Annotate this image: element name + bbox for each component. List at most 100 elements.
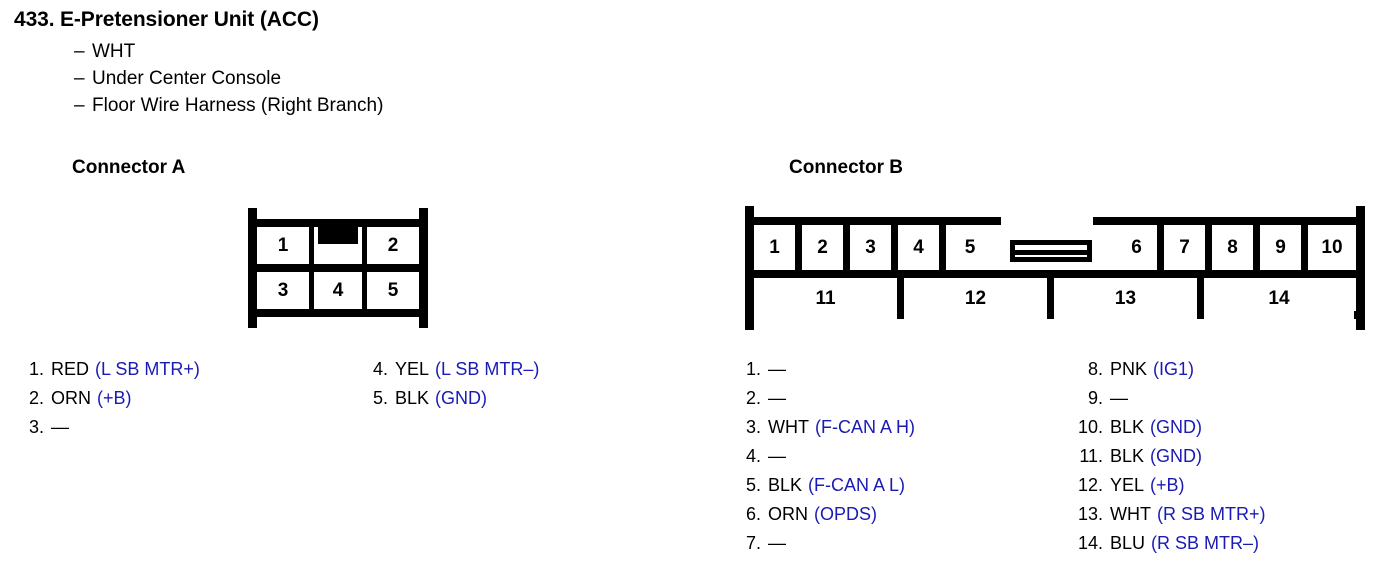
pin-cell-3: 3 (257, 272, 309, 309)
detail-item: –Under Center Console (74, 65, 383, 92)
pin-row: 1.RED(L SB MTR+) (18, 355, 200, 384)
pin-row: 2.ORN(+B) (18, 384, 200, 413)
pin-cell-7: 7 (1164, 225, 1212, 270)
housing-rail-top (248, 219, 428, 227)
pin-cell-14: 14 (1204, 278, 1354, 319)
pin-number: 3. (745, 417, 761, 437)
pin-signal-name: (L SB MTR–) (435, 359, 540, 379)
latch-icon (1010, 240, 1092, 262)
pin-row: 4.— (735, 442, 915, 471)
housing-wall-left (745, 206, 754, 330)
housing-notch (257, 208, 273, 219)
pin-wire-color: YEL (1110, 475, 1145, 495)
pin-cell-3: 3 (850, 225, 898, 270)
pin-wire-color: BLK (768, 475, 803, 495)
pin-cell-1: 1 (257, 227, 309, 264)
pin-cell-5: 5 (367, 272, 419, 309)
housing-notch (403, 208, 419, 219)
pin-signal-name: (IG1) (1153, 359, 1195, 379)
pin-number: 4. (372, 359, 388, 379)
housing-notch (754, 319, 770, 330)
pin-number: 1. (745, 359, 761, 379)
pin-cell-2: 2 (367, 227, 419, 264)
pin-number: 12. (1077, 475, 1103, 495)
pin-number: 5. (745, 475, 761, 495)
detail-text: Under Center Console (92, 68, 282, 89)
cell-divider (360, 219, 367, 272)
pin-row: 2.— (735, 384, 915, 413)
pin-signal-name: (+B) (1150, 475, 1185, 495)
pin-signal-name: (R SB MTR+) (1156, 504, 1266, 524)
pin-cell-11: 11 (754, 278, 904, 319)
cell-divider (309, 219, 316, 272)
pin-cell-6: 6 (1116, 225, 1164, 270)
connector-a-diagram: 1 2 3 4 5 (248, 208, 428, 328)
pin-number: 3. (28, 417, 44, 437)
pin-signal-name: (L SB MTR+) (95, 359, 200, 379)
pin-row: 3. — (18, 413, 200, 442)
pin-row: 1. — (735, 355, 915, 384)
detail-dash: – (74, 68, 85, 89)
pin-wire-color: — (768, 533, 786, 553)
connector-a-housing: 1 2 3 4 5 (248, 208, 428, 328)
pin-cell-1: 1 (754, 225, 802, 270)
detail-dash: – (74, 41, 85, 62)
pin-wire-color: WHT (768, 417, 809, 437)
pin-number: 9. (1087, 388, 1103, 408)
pin-signal-name: (R SB MTR–) (1151, 533, 1260, 553)
connector-b-pinlist-right: 8.PNK(IG1)9.—10.BLK(GND)11.BLK(GND)12.YE… (1077, 355, 1266, 558)
cell-divider (309, 264, 316, 317)
pin-row: 11.BLK(GND) (1077, 442, 1266, 471)
pin-row: 12. YEL(+B) (1077, 471, 1266, 500)
cell-divider (360, 264, 367, 317)
pin-signal-name: (GND) (1150, 417, 1203, 437)
page-title: 433. E-Pretensioner Unit (ACC) (14, 8, 383, 32)
pin-signal-name: (OPDS) (814, 504, 877, 524)
pin-row: 6.ORN(OPDS) (735, 500, 915, 529)
pin-wire-color: YEL (395, 359, 430, 379)
housing-wall-right (1356, 206, 1365, 330)
pin-cell-9: 9 (1260, 225, 1308, 270)
item-title: E-Pretensioner Unit (ACC) (60, 8, 319, 31)
pin-row: 9.— (1077, 384, 1266, 413)
connector-a-pinlist-right: 4. YEL(L SB MTR–) 5.BLK(GND) (362, 355, 539, 413)
page-header: 433. E-Pretensioner Unit (ACC) –WHT–Unde… (14, 8, 383, 119)
pin-signal-name: (F-CAN A H) (814, 417, 915, 437)
pin-row: 5.BLK(GND) (362, 384, 539, 413)
detail-dash: – (74, 95, 85, 116)
pin-wire-color: — (768, 446, 786, 466)
housing-rail-middle (745, 270, 1365, 278)
pin-number: 8. (1087, 359, 1103, 379)
pin-number: 1. (28, 359, 44, 379)
pin-number: 7. (745, 533, 761, 553)
housing-notch (1340, 206, 1356, 217)
pin-row: 8.PNK(IG1) (1077, 355, 1266, 384)
pin-signal-name: (GND) (435, 388, 488, 408)
pin-row: 7. — (735, 529, 915, 558)
pin-cell-4: 4 (314, 272, 362, 309)
pin-wire-color: BLK (1110, 446, 1145, 466)
pin-cell-2: 2 (802, 225, 850, 270)
connector-a-pinlist-left: 1.RED(L SB MTR+)2.ORN(+B) 3. — (18, 355, 200, 442)
pin-wire-color: BLK (395, 388, 430, 408)
pin-row: 5.BLK(F-CAN A L) (735, 471, 915, 500)
pin-number: 6. (745, 504, 761, 524)
housing-notch (754, 206, 770, 217)
pin-cell-4: 4 (898, 225, 946, 270)
pin-wire-color: BLK (1110, 417, 1145, 437)
pin-row: 14.BLU(R SB MTR–) (1077, 529, 1266, 558)
pin-wire-color: — (768, 359, 786, 379)
pin-wire-color: — (51, 417, 69, 437)
pin-number: 2. (28, 388, 44, 408)
detail-text: WHT (92, 41, 136, 62)
pin-cell-10: 10 (1308, 225, 1356, 270)
pin-signal-name: (GND) (1150, 446, 1203, 466)
housing-rail-bottom (248, 309, 428, 317)
pin-cell-8: 8 (1212, 225, 1260, 270)
pin-wire-color: — (768, 388, 786, 408)
pin-wire-color: BLU (1110, 533, 1146, 553)
